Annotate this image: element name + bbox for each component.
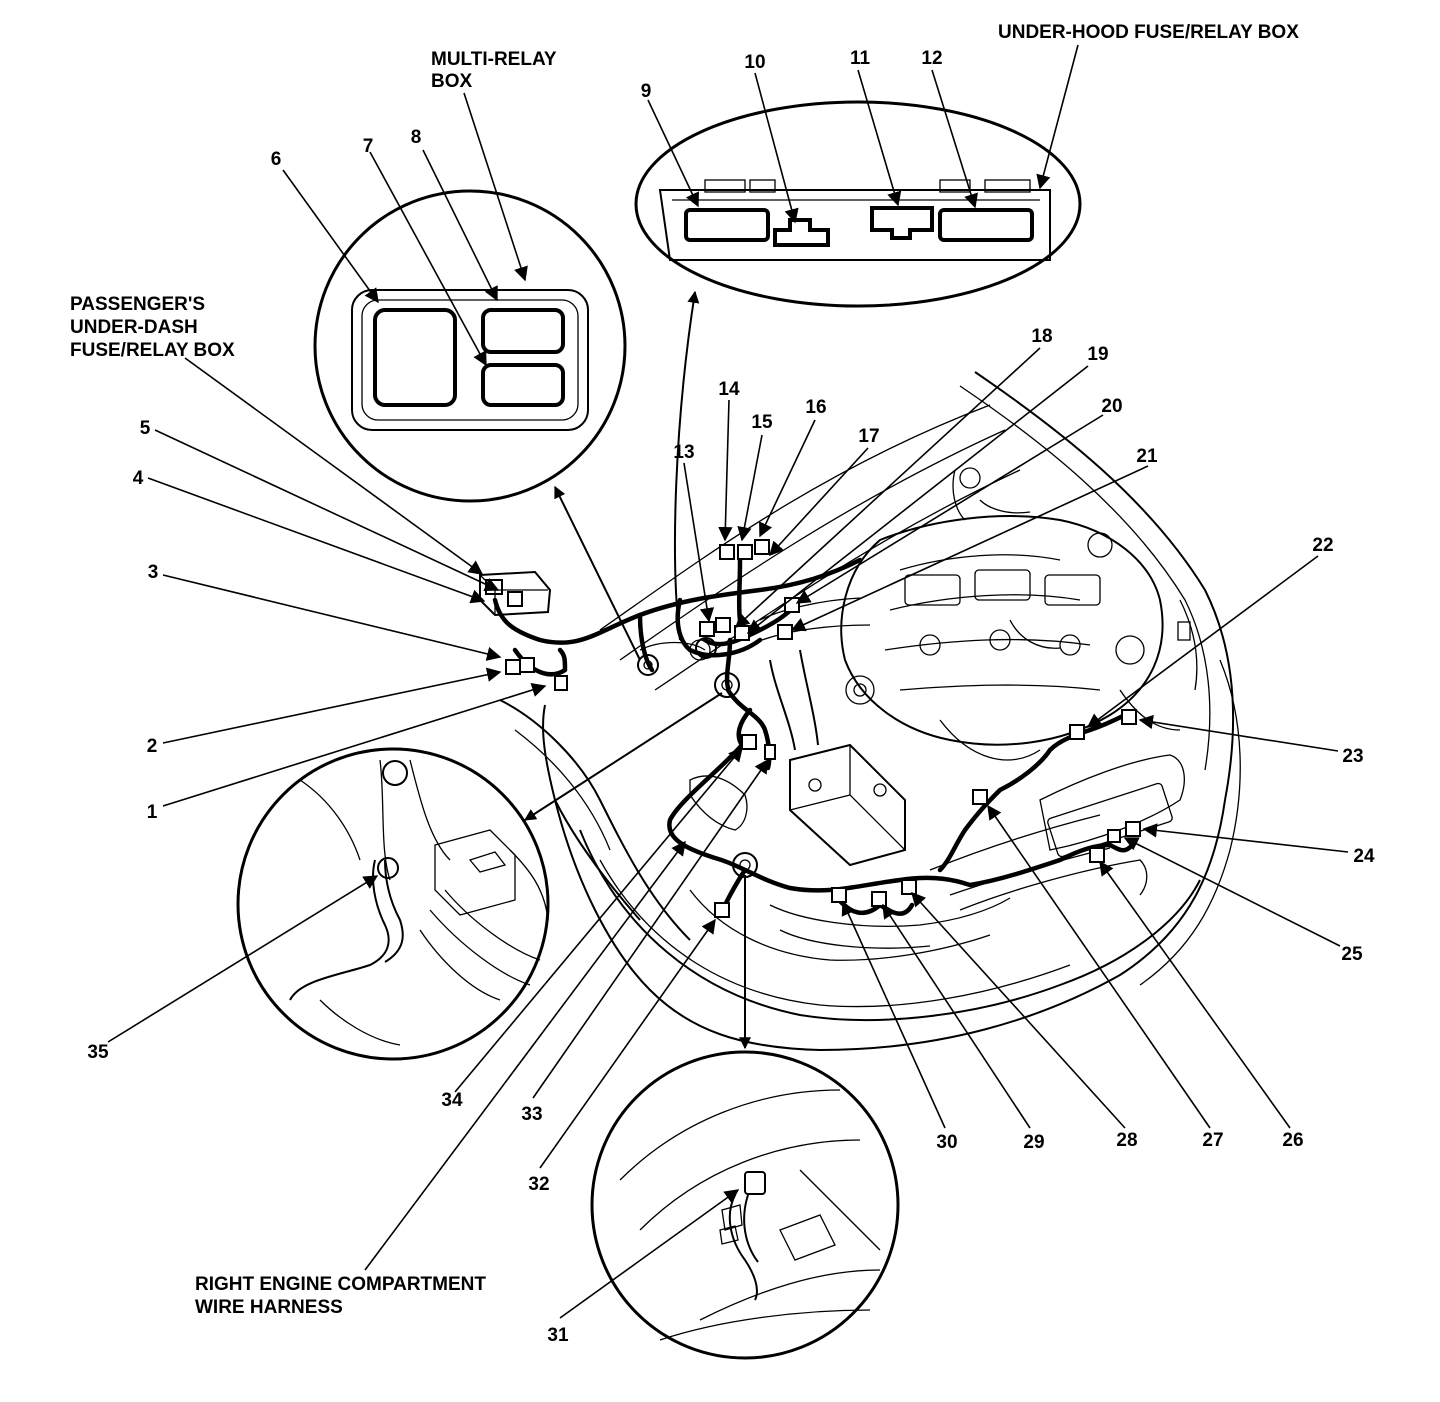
callout-21: 21 <box>1136 446 1158 467</box>
callout-18: 18 <box>1031 326 1052 347</box>
callout-34: 34 <box>441 1090 463 1111</box>
callout-10: 10 <box>744 52 765 73</box>
callout-7: 7 <box>363 136 374 157</box>
multi-relay-box-label-line2: BOX <box>431 71 473 92</box>
callout-3: 3 <box>148 562 159 583</box>
callout-28: 28 <box>1116 1130 1137 1151</box>
connectors <box>485 539 1141 918</box>
callout-31: 31 <box>547 1325 569 1346</box>
multi-relay-box-label-line1: MULTI-RELAY <box>431 49 557 70</box>
callout-leaders <box>107 44 1349 1319</box>
right-harness-label-line1: RIGHT ENGINE COMPARTMENT <box>195 1274 486 1295</box>
callout-26: 26 <box>1282 1130 1303 1151</box>
callout-22: 22 <box>1312 535 1333 556</box>
component-labels: MULTI-RELAY BOX UNDER-HOOD FUSE/RELAY BO… <box>70 22 1299 1318</box>
multi-relay-box-detail <box>313 189 627 503</box>
callout-9: 9 <box>641 81 652 102</box>
callout-17: 17 <box>858 426 879 447</box>
callout-12: 12 <box>921 48 942 69</box>
engine-bay-illustration <box>499 371 1241 1052</box>
callout-11: 11 <box>850 48 871 69</box>
callout-19: 19 <box>1087 344 1108 365</box>
wire-harness <box>492 557 1138 916</box>
callout-6: 6 <box>271 149 282 170</box>
callout-14: 14 <box>718 379 740 400</box>
right-harness-label-line2: WIRE HARNESS <box>195 1297 343 1318</box>
callout-30: 30 <box>936 1132 957 1153</box>
callout-4: 4 <box>133 468 144 489</box>
callout-8: 8 <box>411 127 422 148</box>
callout-27: 27 <box>1202 1130 1223 1151</box>
ground-point-35-detail <box>236 747 550 1061</box>
ground-point-31-detail <box>590 1050 900 1360</box>
callout-29: 29 <box>1023 1132 1044 1153</box>
callout-20: 20 <box>1101 396 1122 417</box>
callout-15: 15 <box>751 412 773 433</box>
callout-13: 13 <box>673 442 694 463</box>
detail-pointer-arrows <box>523 290 751 1050</box>
callout-33: 33 <box>521 1104 542 1125</box>
under-hood-fuse-box-label: UNDER-HOOD FUSE/RELAY BOX <box>998 22 1299 43</box>
callout-23: 23 <box>1342 746 1363 767</box>
callout-5: 5 <box>140 418 151 439</box>
callout-25: 25 <box>1341 944 1363 965</box>
passenger-fuse-box-label-line3: FUSE/RELAY BOX <box>70 340 235 361</box>
passenger-fuse-box-label-line1: PASSENGER'S <box>70 294 205 315</box>
passenger-fuse-box-label-line2: UNDER-DASH <box>70 317 198 338</box>
callout-numbers: 1 2 3 4 5 6 7 8 9 10 11 12 13 14 15 16 1… <box>87 48 1375 1346</box>
callout-35: 35 <box>87 1042 109 1063</box>
callout-2: 2 <box>147 736 158 757</box>
callout-1: 1 <box>147 802 158 823</box>
callout-16: 16 <box>805 397 826 418</box>
callout-24: 24 <box>1353 846 1375 867</box>
callout-32: 32 <box>528 1174 549 1195</box>
under-hood-fuse-box-detail <box>634 100 1082 308</box>
